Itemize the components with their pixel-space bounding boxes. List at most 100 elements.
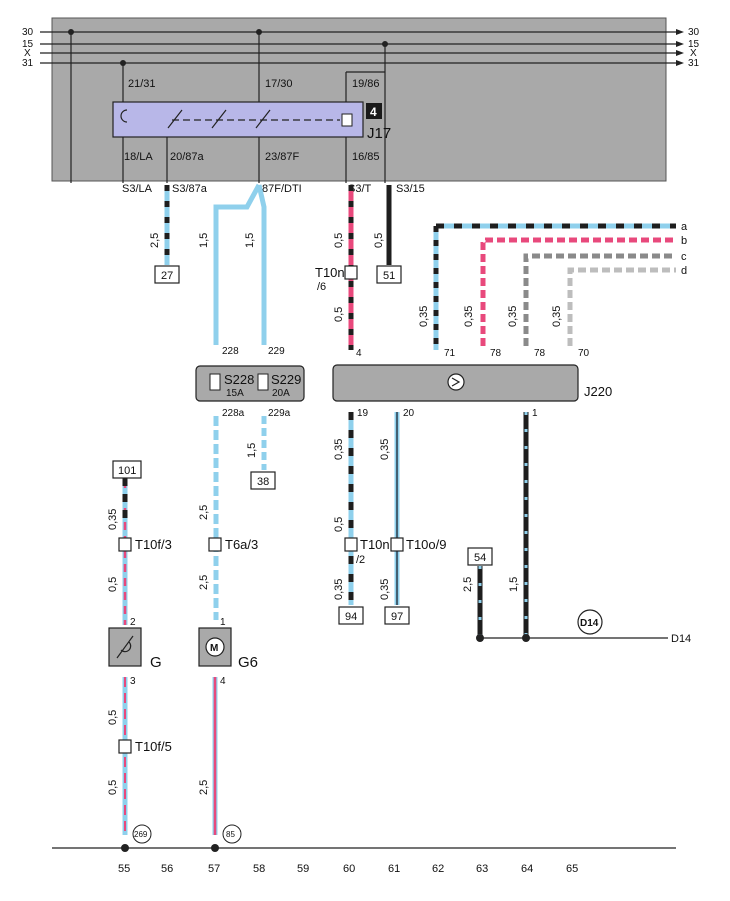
ground-85-circle [222, 824, 242, 844]
ref-101-box [112, 460, 142, 479]
col-55: 55 [118, 863, 130, 875]
relay-pin-23-87f: 23/87F [265, 151, 300, 163]
module-j220-id: J220 [584, 384, 612, 399]
relay-id: J17 [367, 125, 391, 142]
wire-size-15: 2,5 [198, 505, 210, 520]
ref-27: 27 [161, 270, 173, 282]
ref-94: 94 [345, 611, 357, 623]
module-pin-4: 4 [356, 348, 362, 359]
bus-arrow-15 [676, 41, 684, 47]
wire-size-24: 1,5 [508, 577, 520, 592]
pump-g6-pin-4: 4 [220, 676, 226, 687]
conn-s3-la: S3/LA [122, 183, 153, 195]
wire-size-9: 0,35 [507, 306, 519, 327]
t10f5-symbol [118, 739, 132, 754]
col-61: 61 [388, 863, 400, 875]
ground-269: 269 [134, 830, 148, 839]
wire-size-3: 1,5 [244, 233, 256, 248]
fuse-s228-amp: 15A [226, 388, 244, 399]
t10f5-label: T10f/5 [135, 739, 172, 754]
t10n6-label: T10n [315, 265, 345, 280]
wire-87f-right [256, 184, 267, 345]
ref-38-box [250, 471, 276, 490]
ref-27-box [154, 265, 180, 284]
bus-label-left-15: 15 [22, 39, 34, 50]
bus-label-right-31: 31 [688, 58, 700, 69]
conn-s3-87a: S3/87a [172, 183, 208, 195]
wire-end-c: c [681, 251, 687, 263]
col-59: 59 [297, 863, 309, 875]
relay-pin-20-87a: 20/87a [170, 151, 205, 163]
wire-end-b: b [681, 235, 687, 247]
module-pin-71: 71 [444, 348, 456, 359]
motor-icon-letter: M [210, 643, 218, 654]
clock-icon [447, 373, 465, 391]
col-64: 64 [521, 863, 533, 875]
fuse-block [195, 365, 305, 402]
fuse-s229-symbol [257, 373, 269, 391]
conn-s3-15: S3/15 [396, 183, 425, 195]
conn-87f-dti: 87F/DTI [262, 183, 302, 195]
wire-87f-left [213, 183, 262, 345]
relay-pin-18-la: 18/LA [124, 151, 153, 163]
wire-size-4: 0,5 [333, 233, 345, 248]
wire-size-14: 0,35 [379, 439, 391, 460]
bus-label-left-x: X [24, 48, 31, 59]
wire-size-7: 0,35 [418, 306, 430, 327]
ref-97-box [384, 606, 410, 625]
bus-arrow-30 [676, 29, 684, 35]
wire-end-d: d [681, 265, 687, 277]
d14-circle [577, 609, 603, 635]
module-pin-19: 19 [357, 408, 369, 419]
fuse-pin-228a: 228a [222, 408, 245, 419]
sensor-g-pin-2: 2 [130, 617, 136, 628]
bus-label-right-15: 15 [688, 39, 700, 50]
module-pin-78b: 78 [534, 348, 546, 359]
fuse-s229-label: S229 [271, 372, 301, 387]
relay-badge [366, 103, 382, 119]
col-57: 57 [208, 863, 220, 875]
fuse-pin-229a: 229a [268, 408, 291, 419]
t6a3-symbol [208, 537, 222, 552]
fuse-s228-label: S228 [224, 372, 254, 387]
ref-101: 101 [118, 465, 136, 477]
wire-size-12: 0,5 [107, 577, 119, 592]
fuse-pin-229: 229 [268, 346, 285, 357]
wire-size-23: 2,5 [462, 577, 474, 592]
sensor-g-label: G [150, 654, 162, 671]
bus-lines [40, 31, 676, 64]
t10n2-symbol [344, 537, 358, 552]
bus-arrow-x [676, 50, 684, 56]
sensor-g-icon [116, 635, 134, 659]
col-58: 58 [253, 863, 265, 875]
t10n6-symbol [344, 265, 358, 280]
wire-size-10: 0,35 [551, 306, 563, 327]
module-pin-20: 20 [403, 408, 415, 419]
wire-size-1: 2,5 [149, 233, 161, 248]
motor-icon [205, 637, 225, 657]
fuse-s228-symbol [209, 373, 221, 391]
col-62: 62 [432, 863, 444, 875]
relay-pin-17-30: 17/30 [265, 78, 293, 90]
wire-size-2: 1,5 [198, 233, 210, 248]
wire-d [567, 267, 676, 350]
module-pin-1: 1 [532, 408, 538, 419]
col-56: 56 [161, 863, 173, 875]
control-panel [51, 17, 667, 182]
module-pin-70: 70 [578, 348, 590, 359]
relay-pin-19-86: 19/86 [352, 78, 380, 90]
ref-94-box [338, 606, 364, 625]
relay-coil [120, 109, 128, 123]
wire-size-11: 0,35 [107, 509, 119, 530]
ref-51-box [376, 265, 402, 284]
d14-label: D14 [671, 633, 691, 645]
d14-circle-label: D14 [580, 618, 599, 629]
bus-label-right-x: X [690, 48, 697, 59]
wire-size-17: 2,5 [198, 575, 210, 590]
bus-label-left-30: 30 [22, 27, 34, 38]
t10n2-label: T10n [360, 537, 390, 552]
fuse-s229-amp: 20A [272, 388, 290, 399]
wire-size-6: 0,5 [333, 307, 345, 322]
ref-54: 54 [474, 552, 486, 564]
